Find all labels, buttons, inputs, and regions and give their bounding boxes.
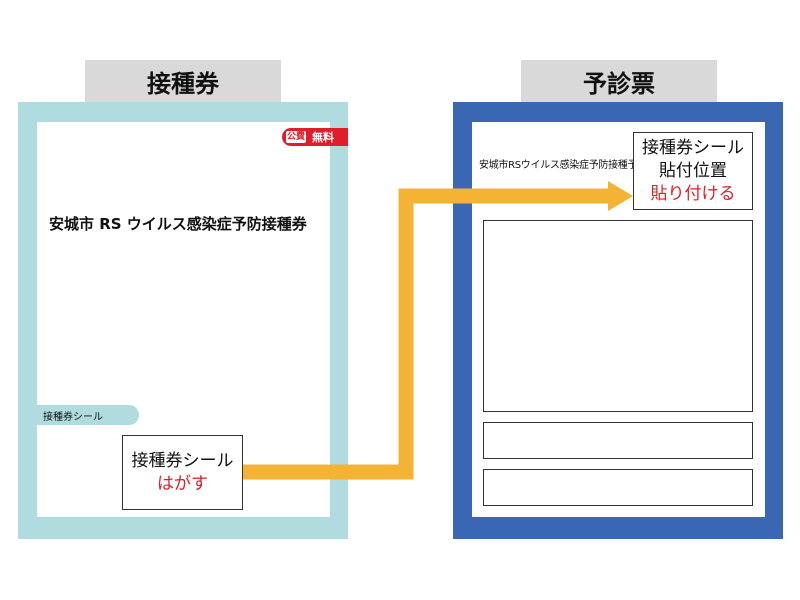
ticket-header-label: 接種券: [147, 69, 219, 98]
seal-position-label: 接種券シール: [642, 138, 744, 158]
form-field-main: [483, 220, 753, 412]
form-field-middle: [483, 422, 753, 459]
free-badge: 公費 無料: [282, 128, 348, 146]
peel-instruction: はがす: [157, 474, 208, 494]
form-title: 安城市RSウイルス感染症予防接種予診票: [479, 160, 657, 171]
seal-tab: 接種券シール: [37, 405, 139, 425]
form-header-label: 予診票: [583, 69, 655, 98]
seal-peel-box: 接種券シール はがす: [122, 435, 243, 510]
ticket-title: 安城市 RS ウイルス感染症予防接種券: [49, 215, 307, 233]
attach-instruction: 貼り付ける: [650, 184, 736, 204]
public-expense-mark: 公費: [286, 131, 307, 143]
ticket-header: 接種券: [85, 60, 281, 102]
form-field-bottom: [483, 469, 753, 506]
free-badge-label: 無料: [312, 131, 335, 144]
seal-tab-label: 接種券シール: [43, 411, 103, 423]
seal-position-sublabel: 貼付位置: [659, 161, 727, 181]
seal-position-box: 接種券シール 貼付位置 貼り付ける: [633, 132, 753, 210]
seal-peel-label: 接種券シール: [131, 451, 234, 471]
form-header: 予診票: [521, 60, 717, 102]
